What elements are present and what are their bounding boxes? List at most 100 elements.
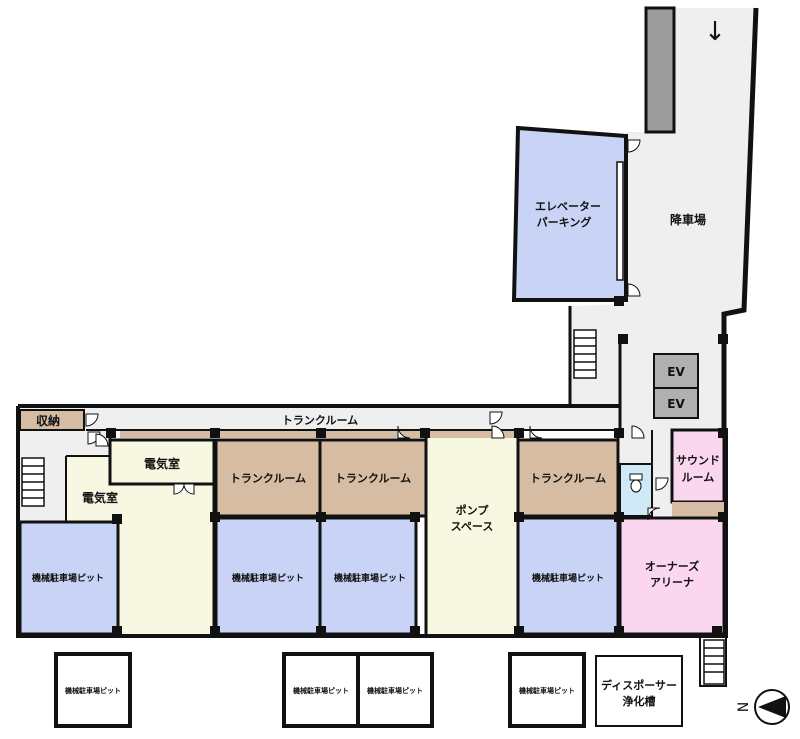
column [316,626,326,636]
pit-ext-2-label: 機械駐車場ピット [293,686,349,695]
owners-arena-label-2: アリーナ [650,576,694,589]
column [106,428,116,438]
column [614,428,624,438]
pit-room-3 [318,516,418,636]
column [514,428,524,438]
elevator-parking-room [511,125,628,302]
gray-block [644,6,676,134]
window [616,161,624,281]
pit-4-label: 機械駐車場ピット [532,572,604,584]
storage-label: 収納 [36,413,60,428]
door-swing [647,507,661,521]
column [718,334,728,344]
door-swing [489,411,503,425]
elevator-parking-label-2: パーキング [537,215,592,229]
elevator-parking-label-1: エレベーター [535,200,601,213]
stair-upper [573,329,597,379]
trunk-2-label: トランクルーム [335,472,411,485]
trunk-3-label: トランクルーム [530,472,606,485]
main-outline [16,404,728,638]
disposer-label-2: 浄化槽 [623,694,656,708]
column [410,512,420,522]
window-frame [616,161,624,281]
disposer-label-1: ディスポーサー [601,678,677,692]
column [410,626,420,636]
pit-ext-room-3 [356,652,434,728]
disposer-room [595,655,683,727]
compass-icon: N [736,689,790,725]
upper-outer-wall [721,7,759,430]
pit-2-label: 機械駐車場ピット [232,572,304,584]
column [718,512,728,522]
descent-area-label: 降車場 [670,212,706,227]
electrical-large-label: 電気室 [82,490,118,505]
trunk-room-3 [516,438,620,518]
column [718,428,728,438]
pit-1-label: 機械駐車場ピット [32,572,104,584]
ev-room-2 [653,387,699,419]
stairs [21,329,725,685]
pit-ext-room-2 [282,652,360,728]
labels: エレベーター パーキング 降車場 EV EV 収納 トランクルーム 電気室 電気… [32,200,720,708]
door-swing [85,413,99,427]
pit-ext-3-label: 機械駐車場ピット [367,686,423,695]
pit-ext-4-label: 機械駐車場ピット [519,686,575,695]
stair-right-enclosure [699,636,727,687]
trunk-corridor-label: トランクルーム [282,414,358,427]
door-swing [631,425,645,439]
column [112,626,122,636]
sound-room-label-1: サウンド [676,454,720,467]
column [210,428,220,438]
door-swing [183,483,195,495]
column [514,512,524,522]
toilet-icon [629,473,643,493]
column [712,626,722,636]
door-swing [655,477,669,491]
door-swing [95,433,109,447]
column [112,514,122,524]
pit-ext-1-label: 機械駐車場ピット [65,686,121,695]
pit-room-4 [516,516,620,636]
pit-ext-room-1 [54,652,132,728]
door-swing [627,139,641,153]
column [614,626,624,636]
ev-2-label: EV [667,397,685,411]
column [316,512,326,522]
electrical-room-small [108,438,216,486]
compass-label: N [736,702,752,712]
stair-left [21,457,45,507]
door-swing [397,425,411,439]
trunk-corridor-strip [120,430,420,438]
pump-space-label-1: ポンプ [456,503,490,517]
column [210,626,220,636]
walls [16,7,759,687]
owners-arena-label-1: オーナーズ [645,559,699,573]
column [210,512,220,522]
door-swing [627,283,641,297]
door-swing [529,425,543,439]
entry-arrow-icon: ↓ [704,17,726,47]
pit-ext-room-4 [508,652,586,728]
doors [85,139,669,521]
trunk-corridor-strip-2 [430,430,516,438]
electrical-small-label: 電気室 [144,456,180,471]
stair-right [703,639,725,685]
pump-space-label-2: スペース [451,520,494,533]
column [618,334,628,344]
column [316,428,326,438]
trunk-1-label: トランクルーム [230,472,306,485]
sound-room-label-2: ルーム [682,471,715,484]
trunk-room-1 [214,438,322,518]
trunk-corridor [20,408,620,430]
pit-room-2 [214,516,322,636]
beige-strip [672,502,724,518]
ev-1-label: EV [667,365,685,379]
column [514,626,524,636]
pump-space-room [426,432,518,634]
columns [106,296,728,636]
upper-corridor [570,8,756,430]
column [420,428,430,438]
door-swing [491,425,505,439]
column [614,512,624,522]
